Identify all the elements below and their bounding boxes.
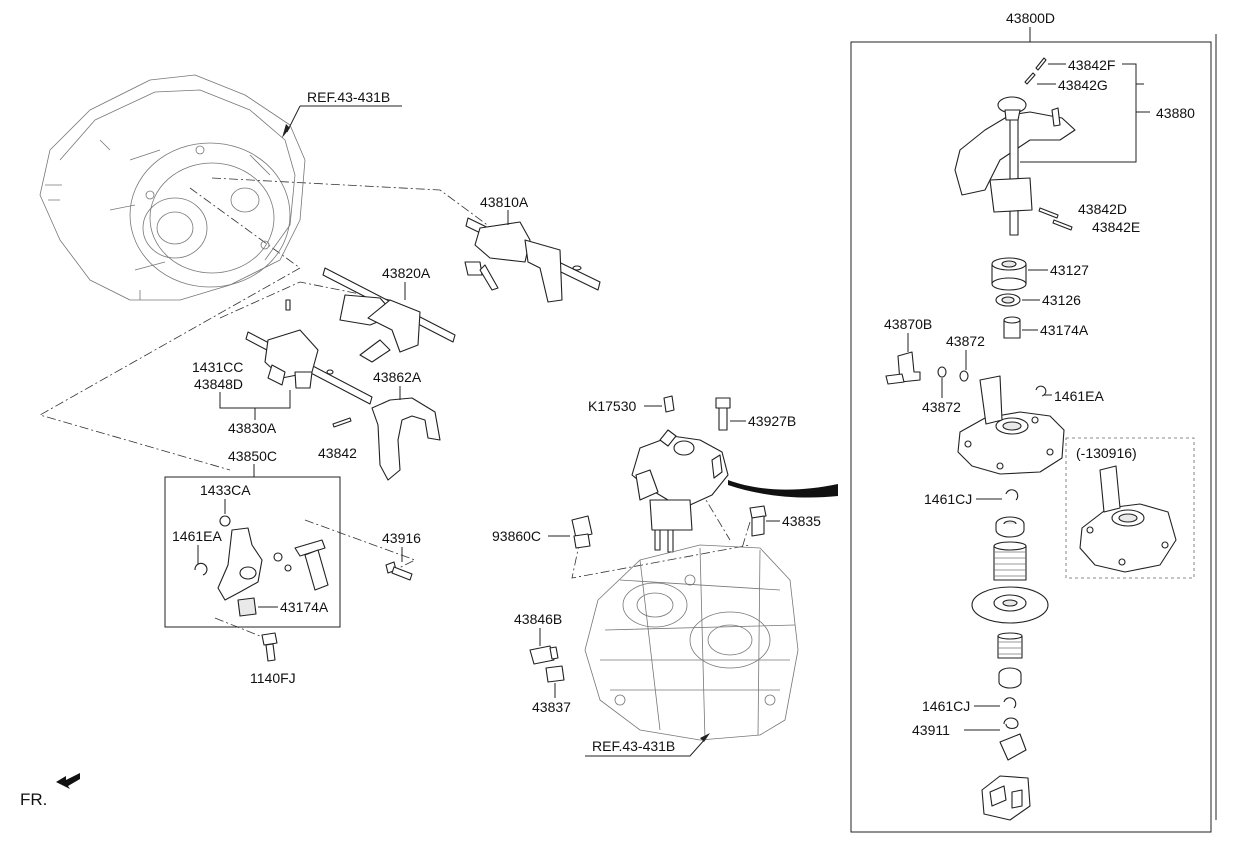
ref-bottom-text[interactable]: REF.43-431B (592, 738, 675, 754)
label-43848D[interactable]: 43848D (194, 376, 243, 392)
ref-top-text[interactable]: REF.43-431B (307, 89, 390, 105)
part-43927B-bolt: 43927B (715, 397, 796, 431)
label-1431CC[interactable]: 1431CC (192, 359, 243, 375)
label-43862A[interactable]: 43862A (373, 369, 422, 385)
label-43835[interactable]: 43835 (782, 513, 821, 529)
part-93860C-sensor: 93860C (492, 515, 593, 549)
label-43127[interactable]: 43127 (1050, 262, 1089, 278)
label-43927B[interactable]: 43927B (748, 413, 796, 429)
label-43842[interactable]: 43842 (318, 445, 357, 461)
label-43837[interactable]: 43837 (532, 699, 571, 715)
label-1461EA-left[interactable]: 1461EA (172, 528, 222, 544)
part-K17530: K17530 (588, 395, 675, 414)
part-43837: 43837 (532, 665, 571, 715)
label-1433CA[interactable]: 1433CA (200, 482, 251, 498)
center-lever-assembly (631, 429, 838, 553)
label-43810A[interactable]: 43810A (480, 194, 529, 210)
label-1461CJ-bottom[interactable]: 1461CJ (922, 698, 970, 714)
label-43870B[interactable]: 43870B (884, 316, 932, 332)
transmission-case-top (39, 74, 306, 301)
label-1140FJ[interactable]: 1140FJ (250, 670, 296, 686)
label-43842E[interactable]: 43842E (1092, 219, 1140, 235)
part-43800D-panel: 43800D 43842F 43842G 43880 43842D 43842E… (850, 10, 1217, 833)
label-43820A[interactable]: 43820A (382, 265, 431, 281)
label-43830A[interactable]: 43830A (228, 420, 277, 436)
part-43830A-shift-rail: 1431CC 43848D 43830A (192, 299, 373, 436)
label-43842G[interactable]: 43842G (1058, 77, 1108, 93)
part-1140FJ-bolt: 1140FJ (250, 632, 296, 686)
part-43846B: 43846B (514, 611, 562, 665)
label-43880[interactable]: 43880 (1156, 105, 1195, 121)
part-43862A-shift-fork: 43862A (371, 369, 441, 481)
label-43916[interactable]: 43916 (382, 530, 421, 546)
part-43842-pin: 43842 (318, 417, 357, 461)
part-43810A-shift-rail: 43810A (464, 194, 601, 303)
front-arrow-icon (56, 773, 80, 789)
label-43842F[interactable]: 43842F (1068, 57, 1115, 73)
label-43174A-right[interactable]: 43174A (1040, 322, 1089, 338)
ref-label-bottom: REF.43-431B (585, 733, 710, 757)
label-43872-top[interactable]: 43872 (946, 333, 985, 349)
label-43850C[interactable]: 43850C (228, 448, 277, 464)
part-43850C-assembly: 43850C 1433CA 1461EA 43174A (164, 448, 341, 628)
label-K17530[interactable]: K17530 (588, 398, 636, 414)
front-direction-indicator: FR. (20, 773, 80, 809)
label-93860C[interactable]: 93860C (492, 528, 541, 544)
label-1461CJ-top[interactable]: 1461CJ (924, 491, 972, 507)
label-43872-bottom[interactable]: 43872 (922, 399, 961, 415)
fr-label[interactable]: FR. (20, 790, 47, 809)
label-43800D[interactable]: 43800D (1006, 10, 1055, 26)
label-43846B[interactable]: 43846B (514, 611, 562, 627)
label-1461EA-right[interactable]: 1461EA (1054, 388, 1104, 404)
part-43820A-shift-rail: 43820A (322, 265, 456, 363)
label-43126[interactable]: 43126 (1042, 292, 1081, 308)
transmission-case-bottom (584, 544, 799, 741)
part-43916-bolt: 43916 (382, 530, 421, 581)
part-43835-plug: 43835 (749, 505, 821, 537)
ref-label-top: REF.43-431B (282, 89, 402, 138)
label-43842D[interactable]: 43842D (1078, 201, 1127, 217)
label-43174A-left[interactable]: 43174A (280, 599, 329, 615)
label-130916[interactable]: (-130916) (1076, 445, 1137, 461)
label-43911[interactable]: 43911 (912, 722, 950, 738)
